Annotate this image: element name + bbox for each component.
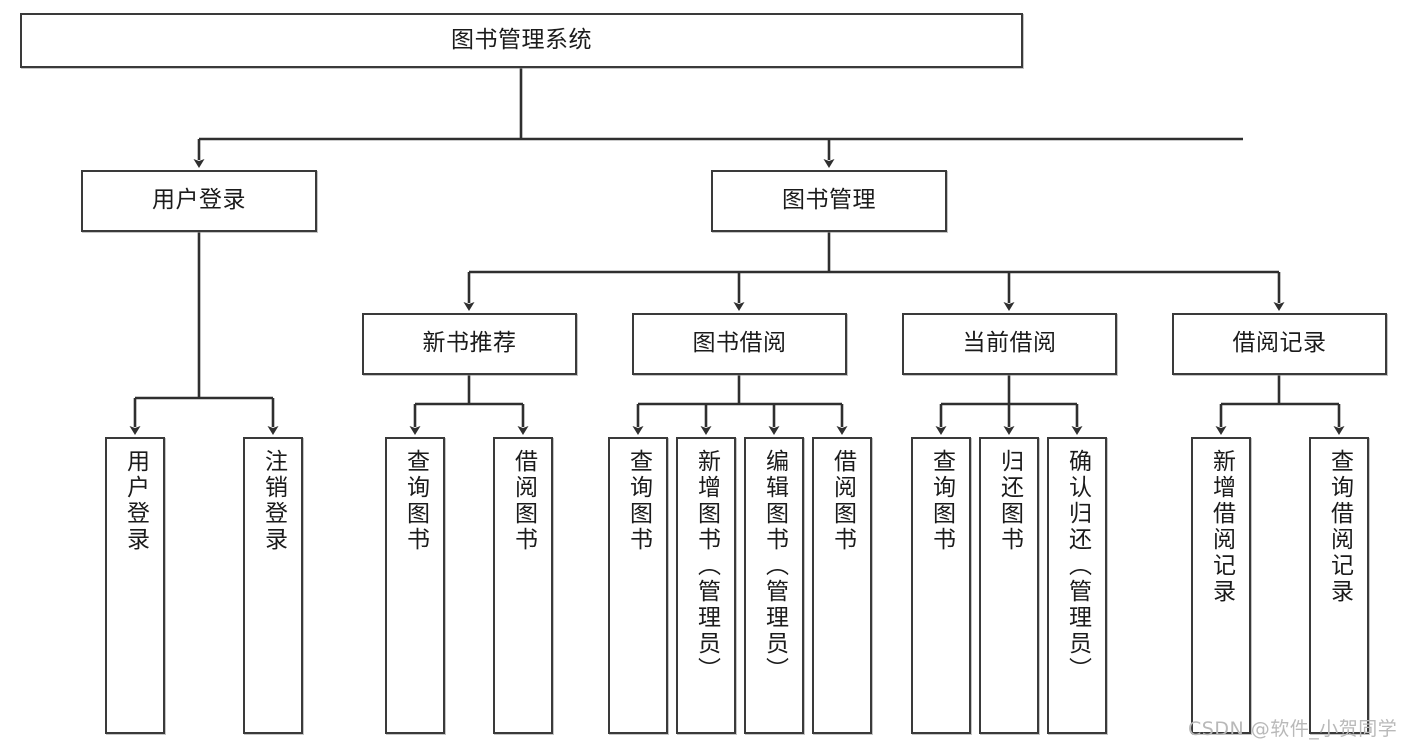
node-label: 注销登录 <box>260 449 287 553</box>
node-label: 图书借阅 <box>692 330 787 357</box>
node-label: 新增借阅记录 <box>1208 449 1235 605</box>
leaf-borrow-book-recommend[interactable]: 借阅图书 <box>493 437 553 734</box>
leaf-add-book-admin[interactable]: 新增图书（管理员） <box>676 437 736 734</box>
node-label: 新书推荐 <box>422 330 517 357</box>
node-user-login[interactable]: 用户登录 <box>81 170 317 232</box>
node-book-management[interactable]: 图书管理 <box>711 170 947 232</box>
node-label: 借阅记录 <box>1232 330 1327 357</box>
node-label: 查询借阅记录 <box>1326 449 1353 605</box>
node-label: 用户登录 <box>122 449 149 553</box>
leaf-add-borrow-record[interactable]: 新增借阅记录 <box>1191 437 1251 734</box>
node-borrow-record[interactable]: 借阅记录 <box>1172 313 1387 375</box>
node-book-borrow[interactable]: 图书借阅 <box>632 313 847 375</box>
node-root-system[interactable]: 图书管理系统 <box>20 13 1023 68</box>
node-label: 编辑图书（管理员） <box>761 449 788 683</box>
node-label: 当前借阅 <box>962 330 1057 357</box>
leaf-edit-book-admin[interactable]: 编辑图书（管理员） <box>744 437 804 734</box>
node-label: 查询图书 <box>928 449 955 553</box>
leaf-query-borrow-record[interactable]: 查询借阅记录 <box>1309 437 1369 734</box>
leaf-borrow-book[interactable]: 借阅图书 <box>812 437 872 734</box>
node-label: 确认归还（管理员） <box>1064 449 1091 683</box>
leaf-query-book-recommend[interactable]: 查询图书 <box>385 437 445 734</box>
node-label: 借阅图书 <box>510 449 537 553</box>
leaf-confirm-return-admin[interactable]: 确认归还（管理员） <box>1047 437 1107 734</box>
node-label: 用户登录 <box>152 187 246 214</box>
leaf-query-book-current[interactable]: 查询图书 <box>911 437 971 734</box>
leaf-return-book[interactable]: 归还图书 <box>979 437 1039 734</box>
leaf-user-login[interactable]: 用户登录 <box>105 437 165 734</box>
node-label: 借阅图书 <box>829 449 856 553</box>
watermark-text: CSDN @软件_小贺同学 <box>1188 718 1398 740</box>
node-label: 查询图书 <box>625 449 652 553</box>
node-label: 归还图书 <box>996 449 1023 553</box>
leaf-user-logout[interactable]: 注销登录 <box>243 437 303 734</box>
node-new-book-recommend[interactable]: 新书推荐 <box>362 313 577 375</box>
leaf-query-book[interactable]: 查询图书 <box>608 437 668 734</box>
node-current-borrow[interactable]: 当前借阅 <box>902 313 1117 375</box>
node-label: 图书管理 <box>782 187 876 214</box>
node-label: 图书管理系统 <box>451 26 592 53</box>
node-label: 新增图书（管理员） <box>693 449 720 683</box>
node-label: 查询图书 <box>402 449 429 553</box>
